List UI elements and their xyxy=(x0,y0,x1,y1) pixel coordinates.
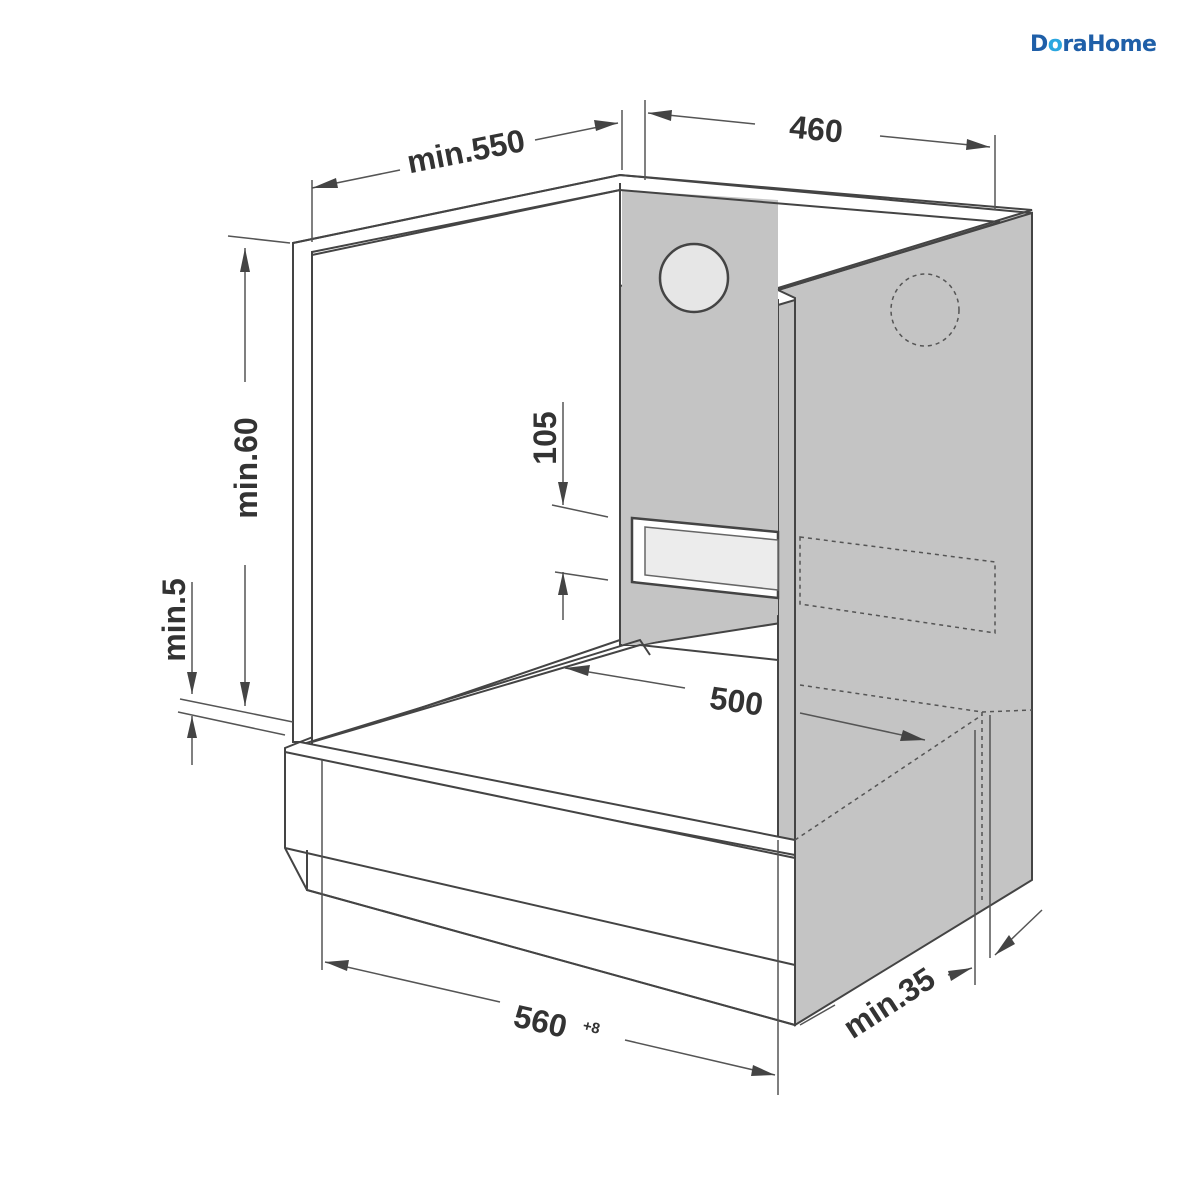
top-rim-inner xyxy=(311,188,1001,291)
dim-vent-height: 105 xyxy=(527,411,563,464)
left-panel-inner xyxy=(311,188,621,747)
vent-slot-hidden xyxy=(799,536,996,634)
dim-front-width: 560 xyxy=(510,998,570,1045)
plinth-base xyxy=(306,850,796,1026)
dim-depth: 460 xyxy=(788,108,845,149)
dim-inner-depth: 500 xyxy=(708,680,766,723)
floor-edge xyxy=(299,638,651,746)
vent-hole-side-hidden xyxy=(890,273,960,347)
vent-hole-back xyxy=(658,242,730,314)
brand-logo: DoraHome xyxy=(1030,32,1157,57)
hidden-floor-line xyxy=(799,684,1033,713)
dim-top-width: min.550 xyxy=(404,122,528,180)
top-rim-outer xyxy=(292,173,1033,244)
right-side-panel xyxy=(777,211,1033,1027)
plinth-split xyxy=(284,847,796,966)
dim-height: min.60 xyxy=(228,417,264,518)
dim-gap-bottom: min.5 xyxy=(156,578,192,662)
dim-front-width-tolerance: +8 xyxy=(581,1017,601,1037)
hidden-diagonal xyxy=(794,714,983,841)
